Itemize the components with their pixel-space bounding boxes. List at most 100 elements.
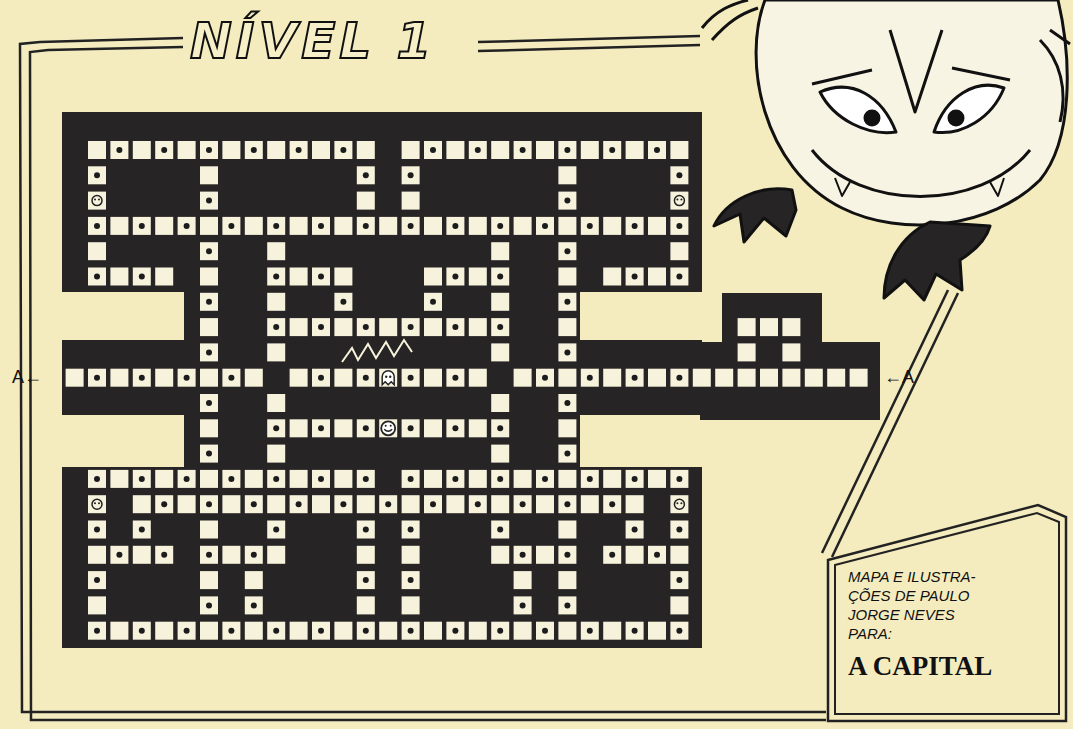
pellet xyxy=(497,628,503,634)
maze-tile xyxy=(491,495,509,513)
maze-tile xyxy=(424,369,442,387)
pellet xyxy=(139,476,145,482)
maze-tile xyxy=(334,369,352,387)
maze-tile xyxy=(446,419,464,437)
title-wrap: NÍVEL 1 xyxy=(190,12,435,70)
maze-tile xyxy=(178,470,196,488)
maze-tile xyxy=(469,622,487,640)
maze-tile xyxy=(290,470,308,488)
maze-tile xyxy=(88,192,106,210)
maze-tile xyxy=(402,419,420,437)
ghost-eye xyxy=(94,199,96,201)
pellet xyxy=(206,349,212,355)
maze-tile xyxy=(200,166,218,184)
pellet xyxy=(206,248,212,254)
pellet xyxy=(676,274,682,280)
maze-tile xyxy=(312,622,330,640)
maze-tile xyxy=(312,318,330,336)
maze-tile xyxy=(514,470,532,488)
pellet xyxy=(497,324,503,330)
maze-tile xyxy=(245,622,263,640)
pellet xyxy=(609,501,615,507)
maze-tile xyxy=(514,622,532,640)
maze-tile xyxy=(88,470,106,488)
maze-tile xyxy=(267,217,285,235)
maze-tile xyxy=(133,268,151,286)
maze-tile xyxy=(267,470,285,488)
maze-tile xyxy=(491,622,509,640)
maze-tile xyxy=(133,141,151,159)
maze-tile xyxy=(424,419,442,437)
maze-tile xyxy=(514,369,532,387)
maze-tile xyxy=(334,293,352,311)
maze-tile xyxy=(558,217,576,235)
maze-tile xyxy=(558,571,576,589)
maze-tile xyxy=(581,495,599,513)
newspaper-logo: A CAPITAL xyxy=(848,651,992,682)
maze-tile xyxy=(603,217,621,235)
maze-tile xyxy=(88,571,106,589)
maze-tile xyxy=(536,546,554,564)
pellet xyxy=(520,147,526,153)
pellet xyxy=(408,577,414,583)
maze-tile xyxy=(514,546,532,564)
pellet xyxy=(654,147,660,153)
maze-tile xyxy=(648,217,666,235)
pellet xyxy=(430,299,436,305)
pellet xyxy=(273,425,279,431)
maze-tile xyxy=(424,470,442,488)
maze-tile xyxy=(558,268,576,286)
maze-tile xyxy=(267,521,285,539)
maze-tile xyxy=(850,369,868,387)
maze-tile xyxy=(670,141,688,159)
pellet xyxy=(363,223,369,229)
maze-tile xyxy=(110,546,128,564)
maze-tile xyxy=(670,495,688,513)
maze-tile xyxy=(402,622,420,640)
pellet xyxy=(676,375,682,381)
maze-tile xyxy=(88,596,106,614)
pellet xyxy=(94,476,100,482)
maze-tile xyxy=(402,141,420,159)
maze-tile xyxy=(88,495,106,513)
maze-tile xyxy=(670,521,688,539)
maze-tile xyxy=(558,343,576,361)
pellet xyxy=(94,628,100,634)
maze-tile xyxy=(491,293,509,311)
maze-tile xyxy=(648,470,666,488)
maze-tile xyxy=(491,242,509,260)
pellet xyxy=(676,527,682,533)
pellet xyxy=(676,223,682,229)
monster-illustration xyxy=(702,0,1070,300)
maze-tile xyxy=(245,470,263,488)
maze-tile xyxy=(267,419,285,437)
pellet xyxy=(184,223,190,229)
maze-tile xyxy=(200,369,218,387)
maze-tile xyxy=(670,166,688,184)
pellet xyxy=(497,274,503,280)
maze-tile xyxy=(603,495,621,513)
maze-tile xyxy=(402,596,420,614)
pellet xyxy=(273,223,279,229)
maze-tile xyxy=(334,419,352,437)
pellet xyxy=(408,425,414,431)
pellet xyxy=(564,552,570,558)
maze-tile xyxy=(491,419,509,437)
pellet xyxy=(363,628,369,634)
pellet xyxy=(632,223,638,229)
pellet xyxy=(184,628,190,634)
pellet xyxy=(542,628,548,634)
maze-tile xyxy=(514,596,532,614)
maze-tile xyxy=(446,495,464,513)
maze-tile xyxy=(469,470,487,488)
maze-tile xyxy=(402,495,420,513)
maze-tile xyxy=(581,622,599,640)
maze-tile xyxy=(200,141,218,159)
pellet xyxy=(206,552,212,558)
maze-tile xyxy=(312,470,330,488)
pellet xyxy=(206,501,212,507)
maze-tile xyxy=(110,268,128,286)
maze-tile xyxy=(670,622,688,640)
pellet xyxy=(318,324,324,330)
maze-tile xyxy=(357,546,375,564)
